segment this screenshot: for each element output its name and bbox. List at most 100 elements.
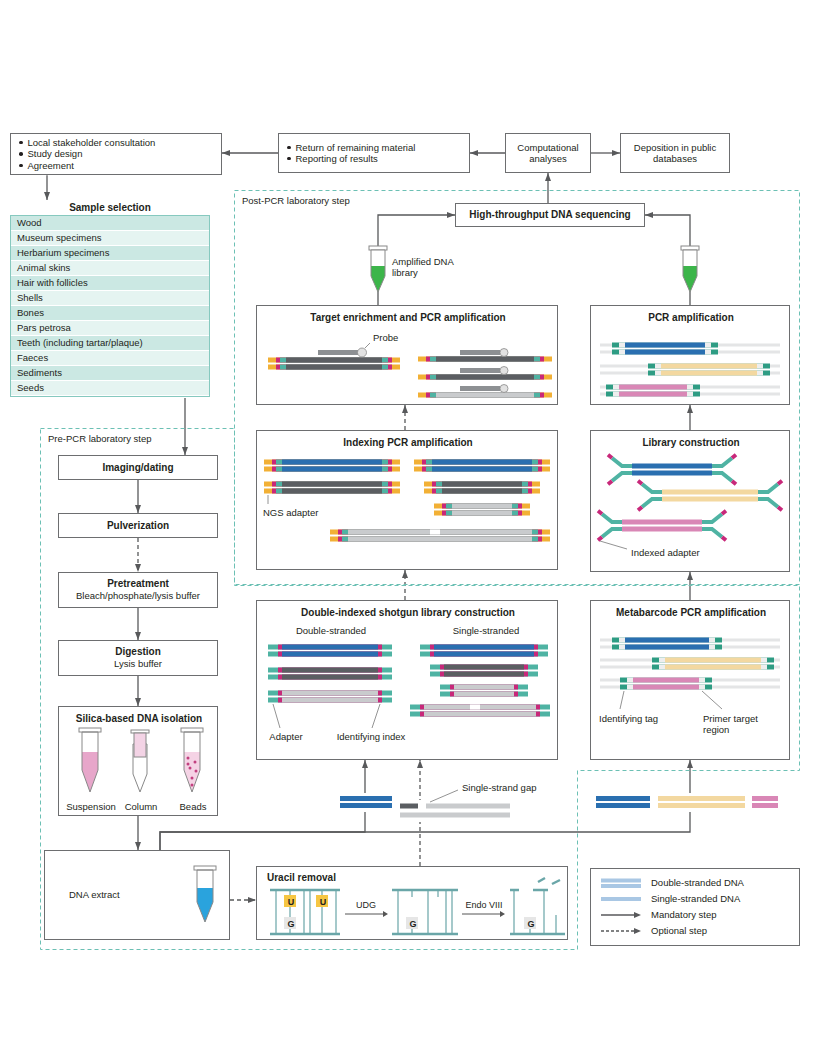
box-label: Pretreatment xyxy=(107,578,169,590)
table-cell: Seeds xyxy=(11,381,209,396)
step-panel: Target enrichment and PCR amplificationP… xyxy=(256,305,558,405)
dna-fragments xyxy=(282,687,536,714)
legend-sample xyxy=(599,909,643,921)
dna-fragments xyxy=(662,492,758,499)
figure-label: Amplified DNA library xyxy=(392,256,454,279)
lab-region: Pre-PCR laboratory stepImaging/datingPul… xyxy=(40,428,800,950)
dna-icon xyxy=(340,799,392,806)
uracil-ladder xyxy=(270,878,565,934)
tube xyxy=(184,752,200,792)
box-note: Lysis buffer xyxy=(114,658,162,669)
dna-fragments xyxy=(622,522,702,529)
mandatory-arrow xyxy=(591,152,620,153)
dna-fragments xyxy=(602,458,778,537)
region-outline xyxy=(41,429,800,950)
uracil-ladder xyxy=(524,917,536,929)
table-cell: Sediments xyxy=(11,366,209,381)
step-heading: Target enrichment and PCR amplification xyxy=(310,312,505,324)
box-label: Deposition in public databases xyxy=(627,142,723,165)
optional-arrow xyxy=(230,899,256,900)
uracil-ladder xyxy=(276,891,556,933)
bullet-dot xyxy=(287,146,291,150)
step-heading: Metabarcode PCR amplification xyxy=(616,607,766,619)
box-label: DNA extract xyxy=(69,889,120,900)
dna-fragments xyxy=(600,640,780,687)
bullet-dot xyxy=(287,157,291,161)
tube xyxy=(197,888,213,922)
base-letter: G xyxy=(287,919,294,930)
step-heading: Indexing PCR amplification xyxy=(343,437,472,449)
bullet-row: Study design xyxy=(19,148,213,159)
part-label: Identifying tag xyxy=(599,713,659,724)
mandatory-arrow xyxy=(160,760,690,850)
dna-fragments xyxy=(625,640,709,647)
tube xyxy=(369,246,387,250)
part-label: NGS adapter xyxy=(263,507,318,518)
bullet-row: Local stakeholder consultation xyxy=(19,137,213,148)
tube xyxy=(187,763,190,766)
step-panel: Silica-based DNA isolationSuspensionColu… xyxy=(58,706,218,816)
sub-heading: Double-stranded xyxy=(296,625,366,636)
tube xyxy=(134,733,146,757)
part-label: Beads xyxy=(180,801,207,812)
leader-line xyxy=(365,343,370,348)
leader-line xyxy=(268,343,722,728)
mandatory-arrow xyxy=(184,398,185,455)
dna-fragments xyxy=(272,462,542,539)
enzyme-label: Endo VIII xyxy=(465,900,502,911)
uracil-ladder xyxy=(406,917,418,929)
table-cell: Faeces xyxy=(11,351,209,366)
mandatory-arrow xyxy=(470,152,505,153)
dna-fragments xyxy=(632,466,712,473)
step-heading: Library construction xyxy=(642,437,739,449)
dna-fragments xyxy=(619,387,687,394)
legend-label: Single-stranded DNA xyxy=(651,893,740,904)
dna-icon xyxy=(658,799,745,806)
bullet-item: Agreement xyxy=(28,160,74,171)
leader-line xyxy=(620,691,624,709)
dna-fragments xyxy=(264,345,782,714)
probe xyxy=(500,349,508,357)
dna-fragments xyxy=(633,680,699,687)
legend-row: Double-stranded DNA xyxy=(599,875,791,891)
tube xyxy=(82,752,98,792)
bullet-item: Study design xyxy=(28,148,83,159)
dna-fragments xyxy=(276,462,538,539)
tube xyxy=(79,728,101,732)
tube xyxy=(683,250,697,292)
dna-fragments xyxy=(282,484,522,491)
mandatory-arrow xyxy=(137,480,138,513)
legend-sample xyxy=(634,928,641,934)
probe xyxy=(318,350,358,355)
dna-fragments xyxy=(282,647,534,654)
uracil-ladder xyxy=(284,895,296,907)
process-box: Imaging/dating xyxy=(58,455,218,480)
dna-icon xyxy=(400,806,510,815)
table-cell: Hair with follicles xyxy=(11,276,209,291)
legend-sample xyxy=(601,897,641,901)
box-label: High-throughput DNA sequencing xyxy=(469,209,630,221)
dna-fragments xyxy=(436,393,534,398)
step-panel: Indexing PCR amplificationNGS adapter xyxy=(256,430,558,570)
tube xyxy=(195,770,198,773)
tube xyxy=(681,246,699,250)
mandatory-arrow xyxy=(160,760,365,850)
bullet-row: Agreement xyxy=(19,160,213,171)
lab-region: Post-PCR laboratory stepHigh-throughput … xyxy=(234,190,800,585)
region-outline xyxy=(234,190,800,585)
probe xyxy=(500,367,508,375)
mandatory-arrow xyxy=(378,215,455,305)
dna-icon xyxy=(336,793,396,812)
leader-line xyxy=(430,790,458,802)
table-cell: Wood xyxy=(11,216,209,231)
mandatory-arrow xyxy=(46,175,47,200)
dna-fragments xyxy=(282,462,532,469)
legend-label: Double-stranded DNA xyxy=(651,877,744,888)
legend-sample xyxy=(601,930,635,931)
region-label: Post-PCR laboratory step xyxy=(242,195,350,206)
uracil-ladder xyxy=(316,895,328,907)
dna-fragments xyxy=(278,647,540,714)
bullet-item: Return of remaining material xyxy=(296,142,416,153)
leader-line xyxy=(702,691,722,709)
extract-box: DNA extract xyxy=(44,850,230,940)
